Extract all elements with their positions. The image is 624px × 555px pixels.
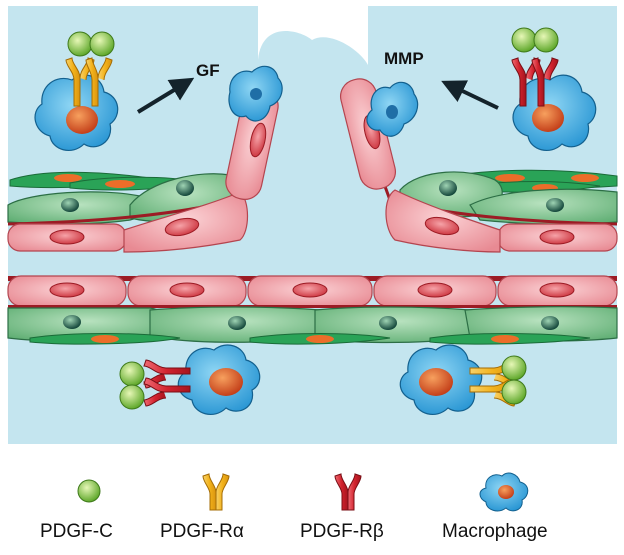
pdgf-r-beta-dimer-horizontal (143, 359, 191, 407)
endothelial-nucleus (539, 229, 575, 245)
macrophage-nucleus (532, 104, 564, 132)
pdgf-c-ligand (119, 384, 145, 410)
macrophage-group-bottom-left (119, 344, 261, 416)
endothelial-nucleus (417, 282, 453, 298)
pdgf-c-ligand (511, 27, 537, 53)
fibroblast-nucleus (105, 180, 135, 188)
fibroblast-nucleus (495, 174, 525, 182)
macrophage-group-top-left (34, 31, 119, 152)
endothelial-nucleus (164, 217, 200, 237)
endothelial-nucleus (539, 282, 575, 298)
pdgf-c-ligand (89, 31, 115, 57)
macrophage-rupture-right (366, 81, 419, 137)
smooth-muscle-cell (469, 188, 618, 225)
fibroblast-nucleus (306, 335, 334, 343)
gf-arrow (136, 77, 195, 114)
top-vessel-wall (7, 78, 618, 253)
pdgf-r-alpha-receptor-icon (202, 473, 230, 511)
legend-label-pdgf-r-beta: PDGF-Rβ (300, 521, 384, 542)
macrophage-group-bottom-right (399, 344, 527, 416)
macrophage-cell-icon (479, 472, 529, 512)
smooth-muscle-nucleus (379, 316, 397, 330)
macrophage-group-top-right (511, 27, 597, 152)
smooth-muscle-row-bottom (7, 306, 618, 344)
smooth-muscle-nucleus (541, 316, 559, 330)
smooth-muscle-nucleus (439, 180, 457, 196)
endothelial-nucleus (292, 282, 328, 298)
fibroblast-nucleus (91, 335, 119, 343)
macrophage-nucleus (419, 368, 453, 396)
smooth-muscle-nucleus (546, 198, 564, 212)
endothelial-row-bottom (7, 275, 618, 307)
pdgf-r-beta-receptor-icon (334, 473, 362, 511)
pdgf-r-beta-dimer (511, 57, 559, 107)
smooth-muscle-nucleus (63, 315, 81, 329)
fibroblast-nucleus (571, 174, 599, 182)
endothelial-nucleus (424, 216, 460, 236)
endothelial-nucleus (249, 122, 267, 158)
fibroblast-row-bottom (29, 333, 591, 345)
fibroblast-nucleus (54, 174, 82, 182)
smooth-muscle-nucleus (176, 180, 194, 196)
pdgf-c-ligand (67, 31, 93, 57)
endothelial-nucleus (49, 229, 85, 245)
legend-label-macrophage: Macrophage (442, 521, 548, 542)
pdgf-c-ligand (119, 361, 145, 387)
bottom-vessel-wall (7, 275, 618, 345)
legend-label-pdgf-c: PDGF-C (40, 521, 113, 542)
pdgf-c-ligand (501, 355, 527, 381)
smooth-muscle-nucleus (228, 316, 246, 330)
endothelial-nucleus (169, 282, 205, 298)
macrophage-rupture-left (228, 65, 283, 122)
macrophage-nucleus (209, 368, 243, 396)
macrophage-nucleus (66, 106, 98, 134)
pdgf-c-ligand (533, 27, 559, 53)
pdgf-c-ligand-icon (77, 479, 101, 503)
mmp-arrow (441, 80, 499, 110)
smooth-muscle-nucleus (61, 198, 79, 212)
lumen-opening (258, 6, 368, 65)
pdgf-c-ligand (501, 379, 527, 405)
legend-label-pdgf-r-alpha: PDGF-Rα (160, 521, 244, 542)
gf-label: GF (196, 61, 220, 80)
legend: PDGF-C PDGF-Rα PDGF-Rβ Macrophage (40, 472, 548, 542)
endothelial-nucleus (49, 282, 85, 298)
mmp-label: MMP (384, 49, 424, 68)
fibroblast-nucleus (491, 335, 519, 343)
pdgf-r-alpha-dimer (65, 57, 113, 107)
